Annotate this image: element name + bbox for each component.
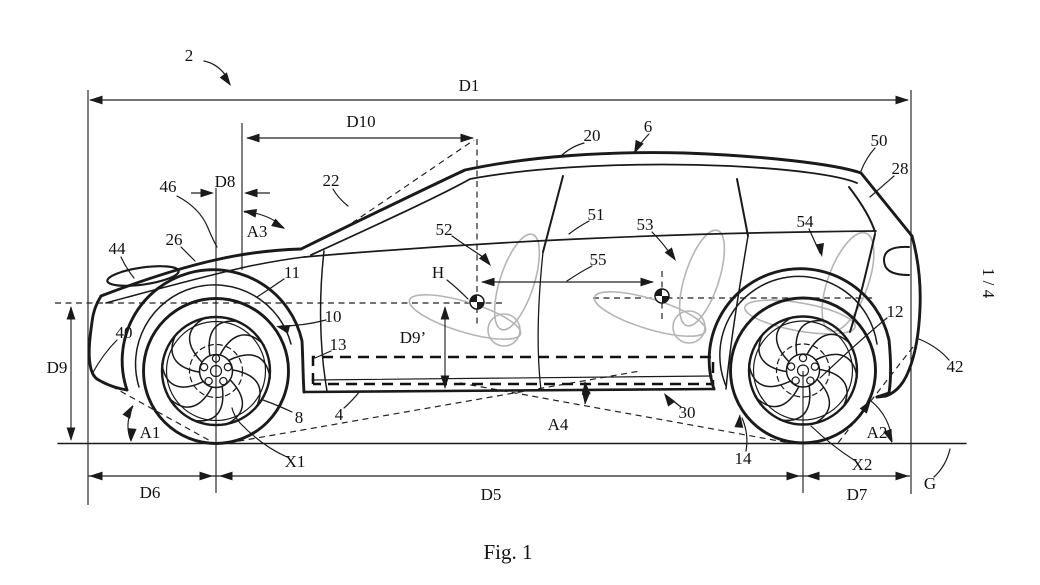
label-d7: D7 <box>847 485 868 504</box>
rear-seat-backrest <box>678 229 726 327</box>
leader-arrowheads <box>219 72 827 428</box>
label-2: 2 <box>185 46 194 65</box>
label-28: 28 <box>892 159 909 178</box>
headlight-outline <box>106 265 180 287</box>
cargo-shelf <box>743 299 857 335</box>
label-11: 11 <box>284 263 300 282</box>
dimension-lines <box>66 95 910 481</box>
rear-seat-base <box>672 310 706 344</box>
label-53: 53 <box>637 215 654 234</box>
label-a2: A2 <box>867 423 888 442</box>
label-51: 51 <box>588 205 605 224</box>
label-46: 46 <box>160 177 177 196</box>
label-22: 22 <box>323 171 340 190</box>
label-50: 50 <box>871 131 888 150</box>
battery-pack-outline <box>311 355 715 386</box>
label-g: G <box>924 474 936 493</box>
label-12: 12 <box>887 302 904 321</box>
label-d6: D6 <box>140 483 161 502</box>
label-20: 20 <box>584 126 601 145</box>
label-44: 44 <box>109 239 127 258</box>
angle-arcs <box>122 206 897 445</box>
label-54: 54 <box>797 212 815 231</box>
label-55: 55 <box>590 250 607 269</box>
label-x2: X2 <box>852 455 873 474</box>
label-h: H <box>432 263 444 282</box>
label-d9-prime: D9’ <box>400 328 426 347</box>
label-x1: X1 <box>285 452 306 471</box>
label-d8: D8 <box>215 172 236 191</box>
front-seat-base <box>487 313 521 347</box>
h-point-front-marker <box>469 294 485 310</box>
label-14: 14 <box>735 449 753 468</box>
label-d9: D9 <box>47 358 68 377</box>
label-30: 30 <box>679 403 696 422</box>
figure-caption: Fig. 1 <box>483 540 532 564</box>
rear-seat-cushion <box>593 290 707 338</box>
rear-lamp-outline <box>883 245 910 276</box>
label-42: 42 <box>947 357 964 376</box>
label-a4: A4 <box>548 415 569 434</box>
label-4: 4 <box>335 405 344 424</box>
label-10: 10 <box>325 307 342 326</box>
label-52: 52 <box>436 220 453 239</box>
label-d5: D5 <box>481 485 502 504</box>
label-40: 40 <box>116 323 133 342</box>
cargo-seatback <box>821 231 875 333</box>
label-8: 8 <box>295 408 304 427</box>
front-seat-backrest <box>493 233 541 331</box>
h-point-rear-marker <box>654 288 670 304</box>
label-6: 6 <box>644 117 653 136</box>
label-13: 13 <box>330 335 347 354</box>
label-d10: D10 <box>346 112 375 131</box>
sheet-number: 1 / 4 <box>979 268 998 299</box>
label-a3: A3 <box>247 222 268 241</box>
reference-labels: 2 D1 D10 D8 46 22 A3 26 44 20 6 52 51 53… <box>47 46 964 504</box>
label-26: 26 <box>166 230 183 249</box>
label-d1: D1 <box>459 76 480 95</box>
label-a1: A1 <box>140 423 161 442</box>
